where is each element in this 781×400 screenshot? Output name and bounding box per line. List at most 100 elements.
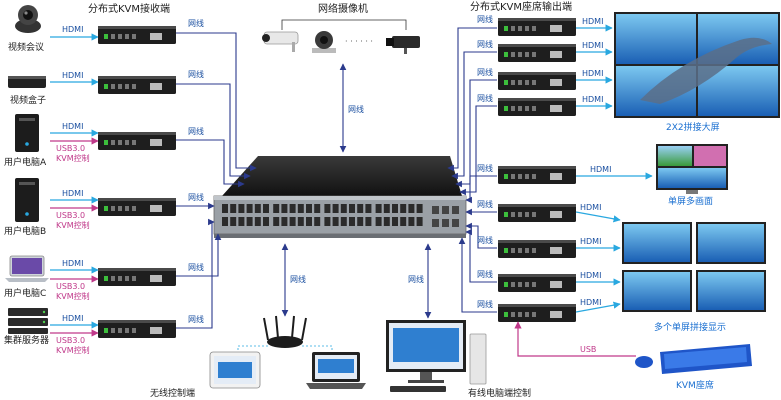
source-name-pc-b: 用户电脑B: [4, 225, 46, 237]
usb-label-server: USB3.0: [56, 336, 85, 345]
kvm-ctrl-label-a: KVM控制: [56, 153, 90, 163]
outputs-title: 分布式KVM座席输出端: [470, 0, 572, 13]
net-label-o5: 网线: [477, 163, 493, 173]
hdmi-out-6: HDMI: [580, 203, 601, 212]
net-label-r4: 网线: [188, 192, 204, 202]
hdmi-out-7: HDMI: [580, 237, 601, 246]
source-name-pc-c: 用户电脑C: [4, 287, 46, 299]
usb-label-c: USB3.0: [56, 282, 85, 291]
hdmi-out-3: HDMI: [582, 69, 603, 78]
hdmi-label-2: HDMI: [62, 71, 83, 80]
receivers-title: 分布式KVM接收端: [88, 2, 170, 15]
receiver-box-5: [98, 268, 176, 286]
hdmi-out-9: HDMI: [580, 298, 601, 307]
network-links: [176, 27, 497, 329]
hdmi-label-6: HDMI: [62, 314, 83, 323]
box-camera-icon: [386, 36, 420, 54]
receiver-box-3: [98, 132, 176, 150]
desktop-monitor-icon: [386, 320, 466, 383]
receiver-box-4: [98, 198, 176, 216]
net-label-o4: 网线: [477, 93, 493, 103]
receiver-boxes: [98, 26, 176, 338]
wall-2x2-label: 2X2拼接大屏: [666, 121, 720, 133]
source-name-cluster-server: 集群服务器: [4, 334, 49, 346]
hdmi-source-links: [50, 33, 99, 329]
camera-group-bracket: [281, 19, 407, 30]
usb-label-b: USB3.0: [56, 211, 85, 220]
hdmi-label-5: HDMI: [62, 259, 83, 268]
net-label-wireless: 网线: [290, 274, 306, 284]
network-switch: [213, 156, 467, 238]
usb-seat-label: USB: [580, 345, 596, 354]
output-boxes: [498, 18, 576, 322]
net-label-r6: 网线: [188, 314, 204, 324]
net-label-camera: 网线: [348, 104, 364, 114]
bullet-camera-icon: [262, 31, 299, 52]
hdmi-out-4: HDMI: [582, 95, 603, 104]
kvm-seat-label: KVM座席: [676, 379, 714, 391]
output-box-9: [498, 304, 576, 322]
net-label-r5: 网线: [188, 262, 204, 272]
kvm-keyboard-icon: [660, 344, 752, 374]
laptop-c-icon: [5, 255, 49, 282]
wifi-router-icon: [263, 315, 307, 348]
hdmi-label-1: HDMI: [62, 25, 83, 34]
single-screen-multiview: [656, 144, 728, 194]
receiver-box-6: [98, 320, 176, 338]
kvm-ctrl-label-b: KVM控制: [56, 220, 90, 230]
usb-seat-link: [514, 321, 636, 357]
wireless-control-label: 无线控制端: [150, 387, 195, 399]
source-name-video-conference: 视频会议: [8, 41, 44, 53]
pc-tower-a-icon: [15, 114, 39, 152]
net-label-o8: 网线: [477, 269, 493, 279]
usb-source-links: [50, 137, 99, 337]
net-label-r1: 网线: [188, 18, 204, 28]
video-wall-2x2: [614, 12, 780, 118]
pc-tower-b-icon: [15, 178, 39, 222]
net-label-r2: 网线: [188, 69, 204, 79]
ptz-camera-icon: [312, 31, 336, 53]
hdmi-out-1: HDMI: [582, 17, 603, 26]
multi-single-screens: [622, 222, 766, 312]
video-box-icon: [8, 76, 46, 88]
laptop-control-icon: [306, 352, 366, 389]
output-box-6: [498, 204, 576, 222]
hdmi-label-4: HDMI: [62, 189, 83, 198]
net-label-r3: 网线: [188, 126, 204, 136]
net-label-o2: 网线: [477, 39, 493, 49]
hdmi-out-8: HDMI: [580, 271, 601, 280]
output-box-4: [498, 98, 576, 116]
net-label-o3: 网线: [477, 67, 493, 77]
output-box-3: [498, 72, 576, 90]
kvm-ctrl-label-server: KVM控制: [56, 345, 90, 355]
hdmi-out-2: HDMI: [582, 41, 603, 50]
output-box-1: [498, 18, 576, 36]
usb-label-a: USB3.0: [56, 144, 85, 153]
output-box-7: [498, 240, 576, 258]
hdmi-out-5: HDMI: [590, 165, 611, 174]
output-box-2: [498, 44, 576, 62]
output-box-5: [498, 166, 576, 184]
tablet-icon: [209, 351, 261, 389]
kvm-mouse-icon: [635, 356, 653, 368]
net-label-o6: 网线: [477, 199, 493, 209]
cluster-server-icon: [8, 308, 48, 334]
net-label-o1: 网线: [477, 14, 493, 24]
video-conference-camera-icon: [15, 5, 41, 33]
hdmi-label-3: HDMI: [62, 122, 83, 131]
multi-single-label: 多个单屏拼接显示: [654, 321, 726, 333]
net-label-o9: 网线: [477, 299, 493, 309]
cameras-title: 网络摄像机: [318, 2, 368, 15]
camera-dots: · · · · · ·: [345, 37, 373, 46]
receiver-box-1: [98, 26, 176, 44]
source-name-video-box: 视频盒子: [10, 94, 46, 106]
single-multi-label: 单屏多画面: [668, 195, 713, 207]
output-box-8: [498, 274, 576, 292]
source-name-pc-a: 用户电脑A: [4, 156, 47, 168]
net-label-o7: 网线: [477, 235, 493, 245]
wired-keyboard-icon: [390, 386, 446, 392]
wired-control-label: 有线电脑端控制: [468, 387, 531, 399]
hdmi-output-links: [575, 24, 653, 313]
